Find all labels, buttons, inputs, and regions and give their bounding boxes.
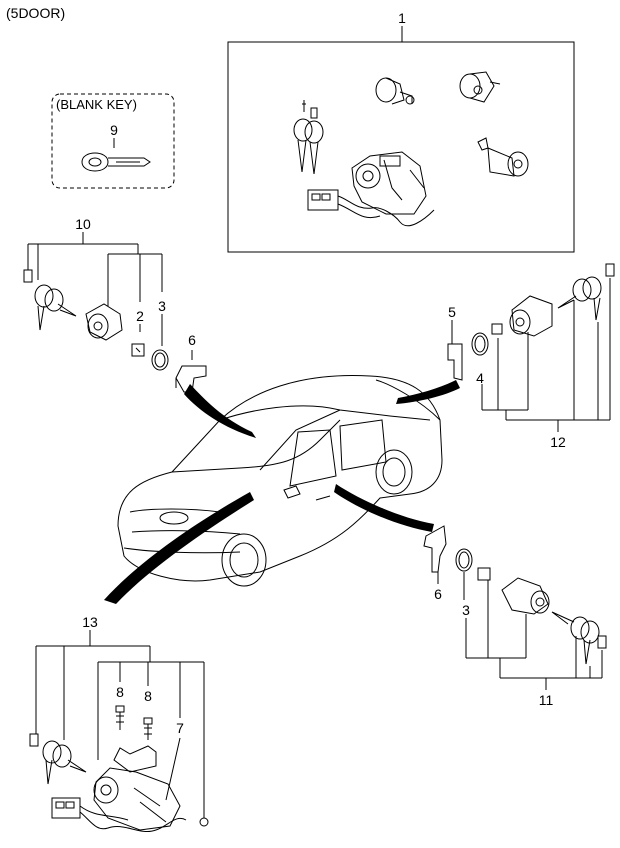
blank-key-label: (BLANK KEY) [56, 97, 137, 112]
callout-7: 7 [176, 720, 184, 736]
ignition-switch-icon [93, 745, 181, 831]
callout-13: 13 [82, 614, 98, 630]
bolt-left-icon [115, 705, 125, 730]
callout-lines-10 [27, 232, 163, 346]
callout-lines-13 [35, 630, 205, 818]
car-outline [117, 374, 443, 587]
callout-lines-11 [465, 614, 603, 690]
door-ring-left-icon [151, 349, 169, 371]
callout-10: 10 [75, 216, 91, 232]
leader-ribbons [104, 380, 460, 604]
trunk-cylinder-icon [477, 137, 529, 177]
connector-icon [307, 189, 435, 227]
door-cylinder-part-icon [131, 343, 145, 357]
door-cylinder-right-icon [501, 577, 550, 615]
ring-tailgate-icon [471, 332, 489, 356]
tailgate-cylinder-set-icon [509, 295, 553, 337]
blank-key-box [51, 93, 175, 189]
ignition-key-set-icon [29, 733, 87, 785]
callout-6-right: 6 [434, 586, 442, 602]
callout-2: 2 [136, 308, 144, 324]
ring-door-right-icon [455, 548, 473, 600]
clip-right-icon [423, 525, 447, 584]
callout-6-left: 6 [188, 332, 196, 348]
callout-4: 4 [476, 370, 484, 386]
ignition-connector-icon [51, 797, 187, 832]
door-cylinder-left-icon [85, 303, 123, 341]
screw-icon [199, 817, 209, 827]
ignition-cylinder-icon [351, 151, 427, 215]
callout-5: 5 [448, 304, 456, 320]
callout-lines-12 [481, 278, 611, 432]
callout-9: 9 [110, 122, 118, 138]
tailgate-cylinder-icon [459, 71, 501, 103]
tailgate-key-set-icon [557, 263, 615, 321]
clip-tailgate-icon [447, 320, 463, 381]
callout-8-right: 8 [144, 688, 152, 704]
callout-3-right: 3 [462, 602, 470, 618]
door-key-set-left-icon [23, 269, 77, 331]
callout-8-left: 8 [116, 684, 124, 700]
callout-3-left: 3 [158, 298, 166, 314]
callout-11: 11 [538, 692, 554, 708]
door-cylinder-icon [375, 77, 415, 105]
key-pair-icon [293, 100, 324, 175]
bolt-right-icon [143, 717, 153, 740]
variant-label: (5DOOR) [6, 5, 66, 21]
door-part-right-icon [477, 567, 491, 658]
door-key-set-right-icon [551, 611, 607, 665]
lock-set-box [227, 26, 575, 253]
callout-12: 12 [550, 434, 566, 450]
tailgate-part-icon [491, 323, 503, 335]
callout-1: 1 [398, 10, 406, 26]
